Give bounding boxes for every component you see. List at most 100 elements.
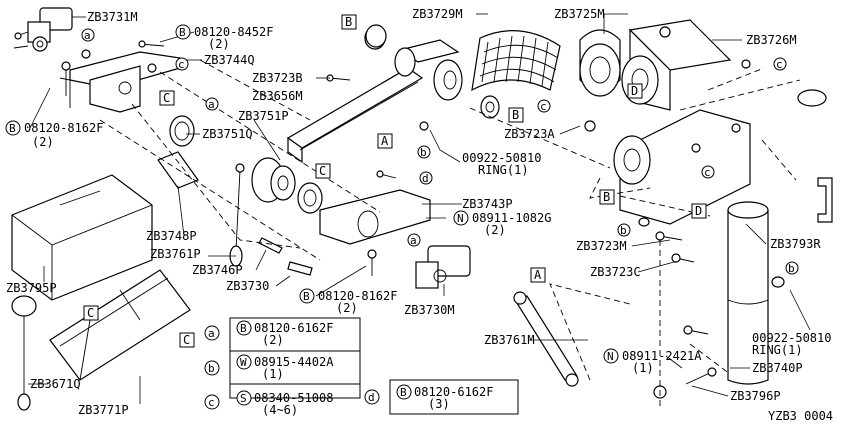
label-bolt-8452f: 08120-8452F <box>194 25 273 39</box>
symbol-b-8162f-mid: B <box>303 290 310 303</box>
label-bolt-8162f-mid: 08120-8162F <box>318 289 397 303</box>
key-c-1: c <box>178 58 185 71</box>
label-nut-2421a: 08911-2421A <box>622 349 702 363</box>
bracket-zb3744q-drawing <box>59 51 181 113</box>
legend-part-d: 08120-6162F <box>414 385 493 399</box>
legend-key-a: a <box>208 327 215 340</box>
arm-zb3656m-drawing <box>286 39 460 164</box>
strap-zb3671q-drawing <box>11 295 37 411</box>
legend-prefix-a: B <box>240 322 247 335</box>
label-zb3671q: ZB3671Q <box>30 377 81 391</box>
label-zb3748p: ZB3748P <box>146 229 197 243</box>
connector-b-3: B <box>603 190 610 204</box>
connector-c-2: C <box>319 164 326 178</box>
label-zb3723a: ZB3723A <box>504 127 555 141</box>
diagram-code: YZB3 0004 <box>768 409 833 423</box>
label-bolt-8162f-mid-qty: (2) <box>336 301 358 315</box>
clip-zb3793r-drawing <box>817 177 833 223</box>
label-zb3731m: ZB3731M <box>87 10 138 24</box>
label-nut-1082g-qty: (2) <box>484 223 506 237</box>
legend-key-d: d <box>368 391 375 404</box>
link-rod-zb3761p-drawing <box>229 163 245 267</box>
hinge-bracket-zb3725m-drawing <box>579 19 732 111</box>
legend-key-c: c <box>208 396 215 409</box>
pin-zb3746p-drawing <box>258 237 283 254</box>
label-zb3656m: ZB3656M <box>252 89 303 103</box>
legend-prefix-c: S <box>240 392 247 405</box>
label-zb3744q: ZB3744Q <box>204 53 255 67</box>
label-bolt-8162f-left-qty: (2) <box>32 135 54 149</box>
label-zb3793r: ZB3793R <box>770 237 821 251</box>
connector-b-1: B <box>345 15 352 29</box>
legend-part-b: 08915-4402A <box>254 355 334 369</box>
key-b-1: b <box>420 146 427 159</box>
label-zb3725m: ZB3725M <box>554 7 605 21</box>
key-a-1: a <box>84 29 91 42</box>
label-zb3723b: ZB3723B <box>252 71 303 85</box>
gear-roller-zb3751p-drawing <box>251 157 323 214</box>
motor-zb3731m-drawing <box>13 7 73 52</box>
key-d-1: d <box>422 172 429 185</box>
fastener-legend: a B 08120-6162F (2) b W 08915-4402A (1) … <box>204 317 519 417</box>
label-ring-right-part: 00922-50810 <box>752 331 831 345</box>
label-ring-top: RING(1) <box>478 163 529 177</box>
legend-qty-c: (4~6) <box>262 403 298 417</box>
connector-a-1: A <box>381 134 389 148</box>
label-zb3723m: ZB3723M <box>576 239 627 253</box>
label-zb3796p: ZB3796P <box>730 389 781 403</box>
label-zb3761m: ZB3761M <box>484 333 535 347</box>
connector-markers: C B B A C D B D A C C <box>83 14 707 348</box>
label-zb3761p: ZB3761P <box>150 247 201 261</box>
label-zb3726m: ZB3726M <box>746 33 797 47</box>
label-zb3771p: ZB3771P <box>78 403 129 417</box>
legend-part-c: 08340-51008 <box>254 391 333 405</box>
part-labels: ZB3731M ZB3729M ZB3725M ZB3726M B 08120-… <box>5 7 831 417</box>
label-zb3746p: ZB3746P <box>192 263 243 277</box>
holder-zb3771p-drawing <box>49 269 191 381</box>
label-zb3743p: ZB3743P <box>462 197 513 211</box>
label-zb3729m: ZB3729M <box>412 7 463 21</box>
label-nut-1082g: 08911-1082G <box>472 211 551 225</box>
legend-part-a: 08120-6162F <box>254 321 333 335</box>
connector-c-4: C <box>183 333 190 347</box>
key-c-2: c <box>540 100 547 113</box>
key-c-3: c <box>776 58 783 71</box>
key-b-3: b <box>788 262 795 275</box>
leader-lines <box>28 13 811 404</box>
key-b-2: b <box>620 224 627 237</box>
column-zb3740p-drawing <box>613 89 827 385</box>
label-ring-right: RING(1) <box>752 343 803 357</box>
legend-qty-d: (3) <box>428 397 450 411</box>
symbol-n-1082g: N <box>457 212 464 225</box>
label-bolt-8162f-left: 08120-8162F <box>24 121 103 135</box>
connector-c-1: C <box>163 91 170 105</box>
connector-d-2: D <box>695 204 702 218</box>
motor-zb3730m-drawing <box>415 245 471 289</box>
label-zb3730: ZB3730 <box>226 279 269 293</box>
label-nut-2421a-qty: (1) <box>632 361 654 375</box>
legend-prefix-b: W <box>240 356 247 369</box>
legend-qty-a: (2) <box>262 333 284 347</box>
legend-key-b: b <box>208 362 215 375</box>
label-zb3740p: ZB3740P <box>752 361 803 375</box>
spring-cover-zb3729m-drawing <box>471 30 561 92</box>
connector-b-2: B <box>512 108 519 122</box>
connector-d-1: D <box>631 84 638 98</box>
fastener-key-markers: a a c b d a c c c b b <box>81 28 799 275</box>
label-zb3730m: ZB3730M <box>404 303 455 317</box>
legend-prefix-d: B <box>400 386 407 399</box>
connector-a-2: A <box>534 268 542 282</box>
label-bolt-8452f-qty: (2) <box>208 37 230 51</box>
assembly-dashed-lines <box>99 59 801 410</box>
symbol-n-2421a: N <box>607 350 614 363</box>
pin-zb3730-drawing <box>287 261 313 276</box>
link-zb3761m-drawing <box>513 291 579 387</box>
symbol-b-8162f-left: B <box>9 122 16 135</box>
label-zb3795p: ZB3795P <box>6 281 57 295</box>
symbol-b-8452f: B <box>179 26 186 39</box>
key-a-3: a <box>410 234 417 247</box>
label-zb3751q: ZB3751Q <box>202 127 253 141</box>
seal-ring-drawing <box>169 115 195 147</box>
label-ring-top-part: 00922-50810 <box>462 151 541 165</box>
